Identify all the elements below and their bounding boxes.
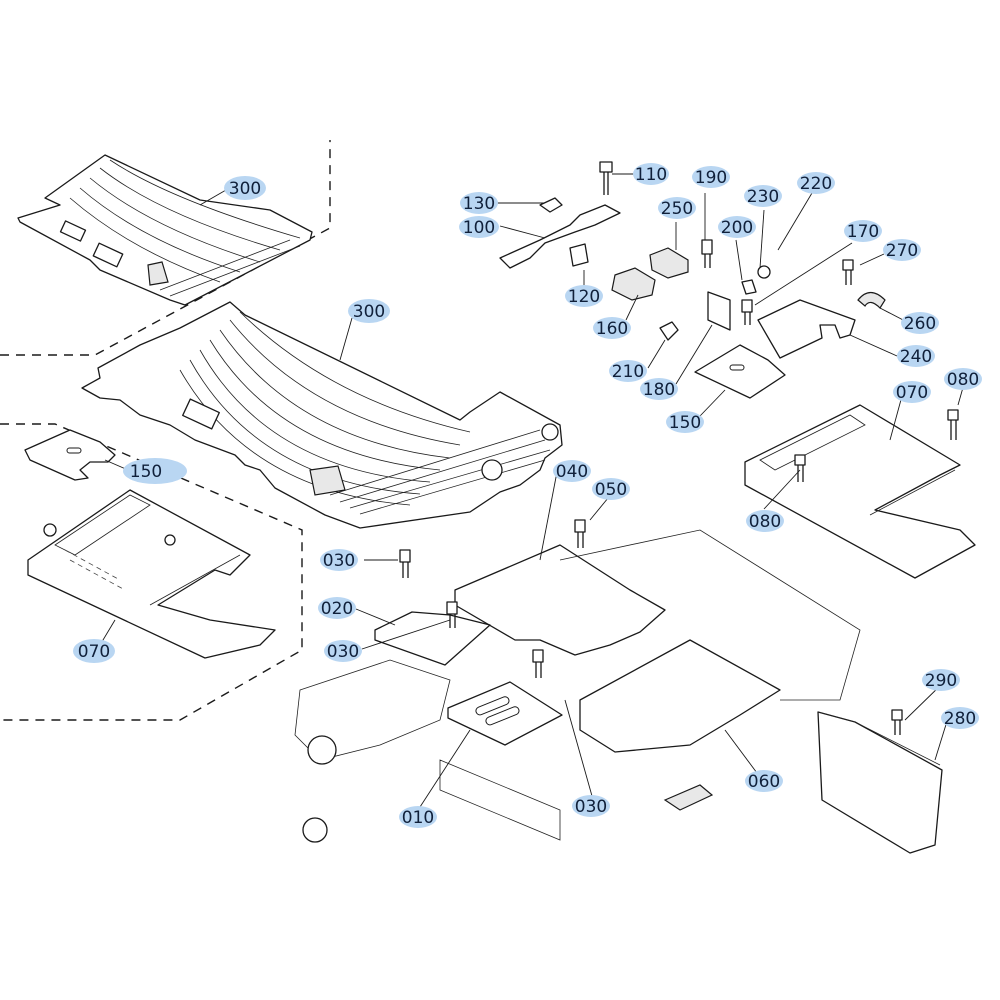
callout-180[interactable]: 180 [640,378,678,400]
callout-230[interactable]: 230 [744,185,782,207]
callout-080-top[interactable]: 080 [944,368,982,390]
svg-text:220: 220 [800,174,832,194]
bracket-assembly [499,161,621,269]
callout-280[interactable]: 280 [941,707,979,729]
callout-260[interactable]: 260 [901,312,939,334]
seat-mount-plate [744,404,976,579]
cover-240 [757,259,886,359]
svg-text:040: 040 [556,462,588,482]
svg-text:300: 300 [353,302,385,322]
svg-text:100: 100 [463,218,495,238]
svg-text:150: 150 [130,462,162,482]
svg-text:010: 010 [402,808,434,828]
svg-text:170: 170 [847,222,879,242]
callout-150[interactable]: 150 [666,411,704,433]
svg-text:210: 210 [612,362,644,382]
callout-110[interactable]: 110 [633,163,669,185]
callout-070[interactable]: 070 [893,381,931,403]
box-280 [817,709,943,854]
svg-text:160: 160 [596,319,628,339]
callout-220[interactable]: 220 [797,172,835,194]
svg-text:060: 060 [748,772,780,792]
variant-boundary-top [0,140,331,356]
callout-150-variant[interactable]: 150 [123,458,187,484]
svg-text:300: 300 [229,179,261,199]
svg-text:270: 270 [886,241,918,261]
callout-290[interactable]: 290 [922,669,960,691]
svg-text:200: 200 [721,218,753,238]
svg-text:280: 280 [944,709,976,729]
frame-and-covers [294,519,861,843]
svg-text:190: 190 [695,168,727,188]
svg-text:020: 020 [321,599,353,619]
callout-160[interactable]: 160 [593,317,631,339]
svg-text:030: 030 [327,642,359,662]
callout-300-variant[interactable]: 300 [224,176,266,200]
svg-text:230: 230 [747,187,779,207]
svg-text:260: 260 [904,314,936,334]
callout-060[interactable]: 060 [745,770,783,792]
callout-080-bottom[interactable]: 080 [746,510,784,532]
callout-040[interactable]: 040 [553,460,591,482]
cushion-parts [611,239,771,341]
floor-mat [81,301,563,529]
callout-250[interactable]: 250 [658,197,696,219]
svg-text:070: 070 [78,642,110,662]
plate-variant [24,429,116,481]
svg-text:120: 120 [568,287,600,307]
callout-240[interactable]: 240 [897,345,935,367]
callout-190[interactable]: 190 [692,166,730,188]
callout-020[interactable]: 020 [318,597,356,619]
callout-050[interactable]: 050 [592,478,630,500]
callout-210[interactable]: 210 [609,360,647,382]
variant-boundary-left [0,423,303,721]
callout-030-bottom[interactable]: 030 [572,795,610,817]
svg-text:290: 290 [925,671,957,691]
svg-text:030: 030 [575,797,607,817]
callout-270[interactable]: 270 [883,239,921,261]
seat-mount-plate-variant [27,489,276,659]
callout-010[interactable]: 010 [399,806,437,828]
svg-text:110: 110 [635,165,667,185]
callout-130[interactable]: 130 [460,192,498,214]
plate [694,344,786,399]
svg-text:080: 080 [749,512,781,532]
svg-text:240: 240 [900,347,932,367]
callout-100[interactable]: 100 [459,216,499,238]
callout-030-top[interactable]: 030 [320,549,358,571]
svg-text:180: 180 [643,380,675,400]
svg-text:080: 080 [947,370,979,390]
callout-070-variant[interactable]: 070 [73,639,115,663]
callout-300[interactable]: 300 [348,299,390,323]
svg-text:050: 050 [595,480,627,500]
svg-text:130: 130 [463,194,495,214]
svg-text:070: 070 [896,383,928,403]
callout-030-middle[interactable]: 030 [324,640,362,662]
svg-text:250: 250 [661,199,693,219]
floor-mat-variant [17,154,313,306]
callout-200[interactable]: 200 [718,216,756,238]
callout-120[interactable]: 120 [565,285,603,307]
callout-170[interactable]: 170 [844,220,882,242]
svg-text:030: 030 [323,551,355,571]
svg-text:150: 150 [669,413,701,433]
